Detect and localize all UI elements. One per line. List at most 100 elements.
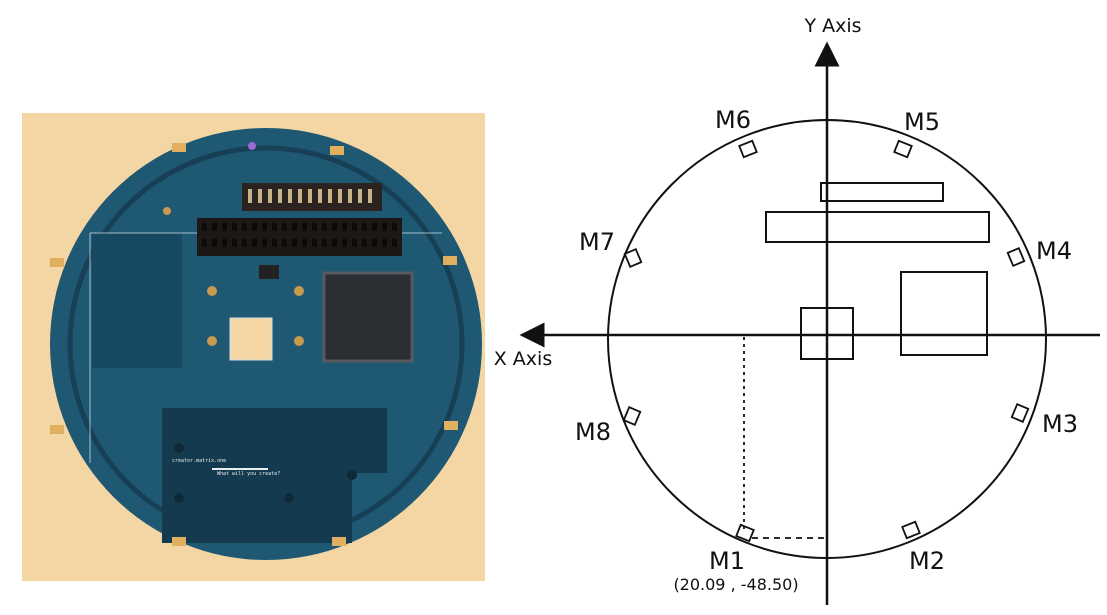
header-pin xyxy=(262,223,267,231)
header-pin xyxy=(342,223,347,231)
antenna-pad xyxy=(163,207,171,215)
header-pin xyxy=(302,223,307,231)
header-pin xyxy=(312,223,317,231)
header-pin xyxy=(332,239,337,247)
header-pin xyxy=(212,239,217,247)
header-outline-large xyxy=(765,211,990,243)
header-pin xyxy=(272,223,277,231)
header-pin xyxy=(202,223,207,231)
header-pin xyxy=(298,189,302,203)
header-pin xyxy=(292,239,297,247)
status-led xyxy=(248,142,256,150)
header-pin xyxy=(222,223,227,231)
mic-marker-m6 xyxy=(738,139,758,159)
silkscreen-underline xyxy=(212,468,268,470)
chip-outline xyxy=(900,271,988,356)
mic-label-m2: M2 xyxy=(909,547,945,575)
header-pin xyxy=(292,223,297,231)
header-pin xyxy=(362,239,367,247)
board-cutout xyxy=(229,317,273,361)
mic-label-m6: M6 xyxy=(715,106,751,134)
header-pin xyxy=(318,189,322,203)
header-pin xyxy=(302,239,307,247)
mic-pad xyxy=(332,537,346,546)
mic-pad xyxy=(50,258,64,267)
header-pin xyxy=(262,239,267,247)
m1-coordinates: (20.09 , -48.50) xyxy=(673,575,798,594)
header-pin xyxy=(382,239,387,247)
mounting-hole xyxy=(294,336,304,346)
header-pin xyxy=(392,239,397,247)
header-pin xyxy=(358,189,362,203)
header-pin xyxy=(332,223,337,231)
mic-marker-m1 xyxy=(735,523,755,543)
header-pin xyxy=(312,239,317,247)
header-pin xyxy=(372,223,377,231)
mic-label-m7: M7 xyxy=(579,228,615,256)
header-pin xyxy=(322,239,327,247)
header-pin xyxy=(278,189,282,203)
mic-label-m5: M5 xyxy=(904,108,940,136)
header-pin xyxy=(382,223,387,231)
header-pin xyxy=(322,223,327,231)
header-pin xyxy=(202,239,207,247)
mic-marker-m2 xyxy=(901,520,921,540)
header-pin xyxy=(282,223,287,231)
mic-pad xyxy=(330,146,344,155)
mic-pad xyxy=(50,425,64,434)
via-hole xyxy=(284,493,294,503)
x-axis-label: X Axis xyxy=(494,348,552,370)
header-pin xyxy=(272,239,277,247)
mic-label-m4: M4 xyxy=(1036,237,1072,265)
header-pin xyxy=(368,189,372,203)
header-pin xyxy=(352,223,357,231)
mic-pad xyxy=(172,537,186,546)
header-pin xyxy=(362,223,367,231)
mic-marker-m8 xyxy=(622,406,642,426)
mounting-hole xyxy=(294,286,304,296)
mounting-hole xyxy=(207,336,217,346)
mic-marker-m4 xyxy=(1006,247,1026,267)
header-pin xyxy=(242,223,247,231)
pcb-ground-region-bottom xyxy=(162,408,387,543)
mic-marker-m7 xyxy=(623,248,643,268)
header-pin xyxy=(242,239,247,247)
header-pin xyxy=(282,239,287,247)
mounting-hole xyxy=(207,286,217,296)
header-pin xyxy=(338,189,342,203)
board-photo: creator.matrix.one What will you create? xyxy=(22,113,485,581)
main-chip xyxy=(322,271,414,363)
mic-marker-m5 xyxy=(893,139,913,159)
silkscreen-url: creator.matrix.one xyxy=(172,458,226,464)
header-pin xyxy=(268,189,272,203)
header-pin xyxy=(372,239,377,247)
center-cutout-outline xyxy=(800,307,854,360)
header-pin xyxy=(288,189,292,203)
header-pin xyxy=(392,223,397,231)
header-pin xyxy=(232,223,237,231)
via-hole xyxy=(174,443,184,453)
mic-label-m1: M1 xyxy=(709,547,745,575)
via-hole xyxy=(174,493,184,503)
silkscreen-tagline: What will you create? xyxy=(217,471,280,477)
mic-pad xyxy=(443,256,457,265)
regulator-component xyxy=(259,265,279,279)
via-hole xyxy=(347,470,357,480)
y-axis-label: Y Axis xyxy=(803,15,861,37)
mic-pad xyxy=(444,421,458,430)
mic-label-m8: M8 xyxy=(575,418,611,446)
microphone-markers xyxy=(622,139,1030,543)
header-pin xyxy=(348,189,352,203)
mic-marker-m3 xyxy=(1010,403,1030,423)
header-connector-main xyxy=(197,218,402,256)
mic-pad xyxy=(172,143,186,152)
header-pin xyxy=(308,189,312,203)
header-pin xyxy=(328,189,332,203)
header-pin xyxy=(222,239,227,247)
header-pin xyxy=(252,239,257,247)
header-pin xyxy=(232,239,237,247)
header-pins xyxy=(202,189,397,247)
pcb-ground-region-left xyxy=(92,233,182,368)
header-pin xyxy=(212,223,217,231)
header-outline-small xyxy=(820,182,944,202)
